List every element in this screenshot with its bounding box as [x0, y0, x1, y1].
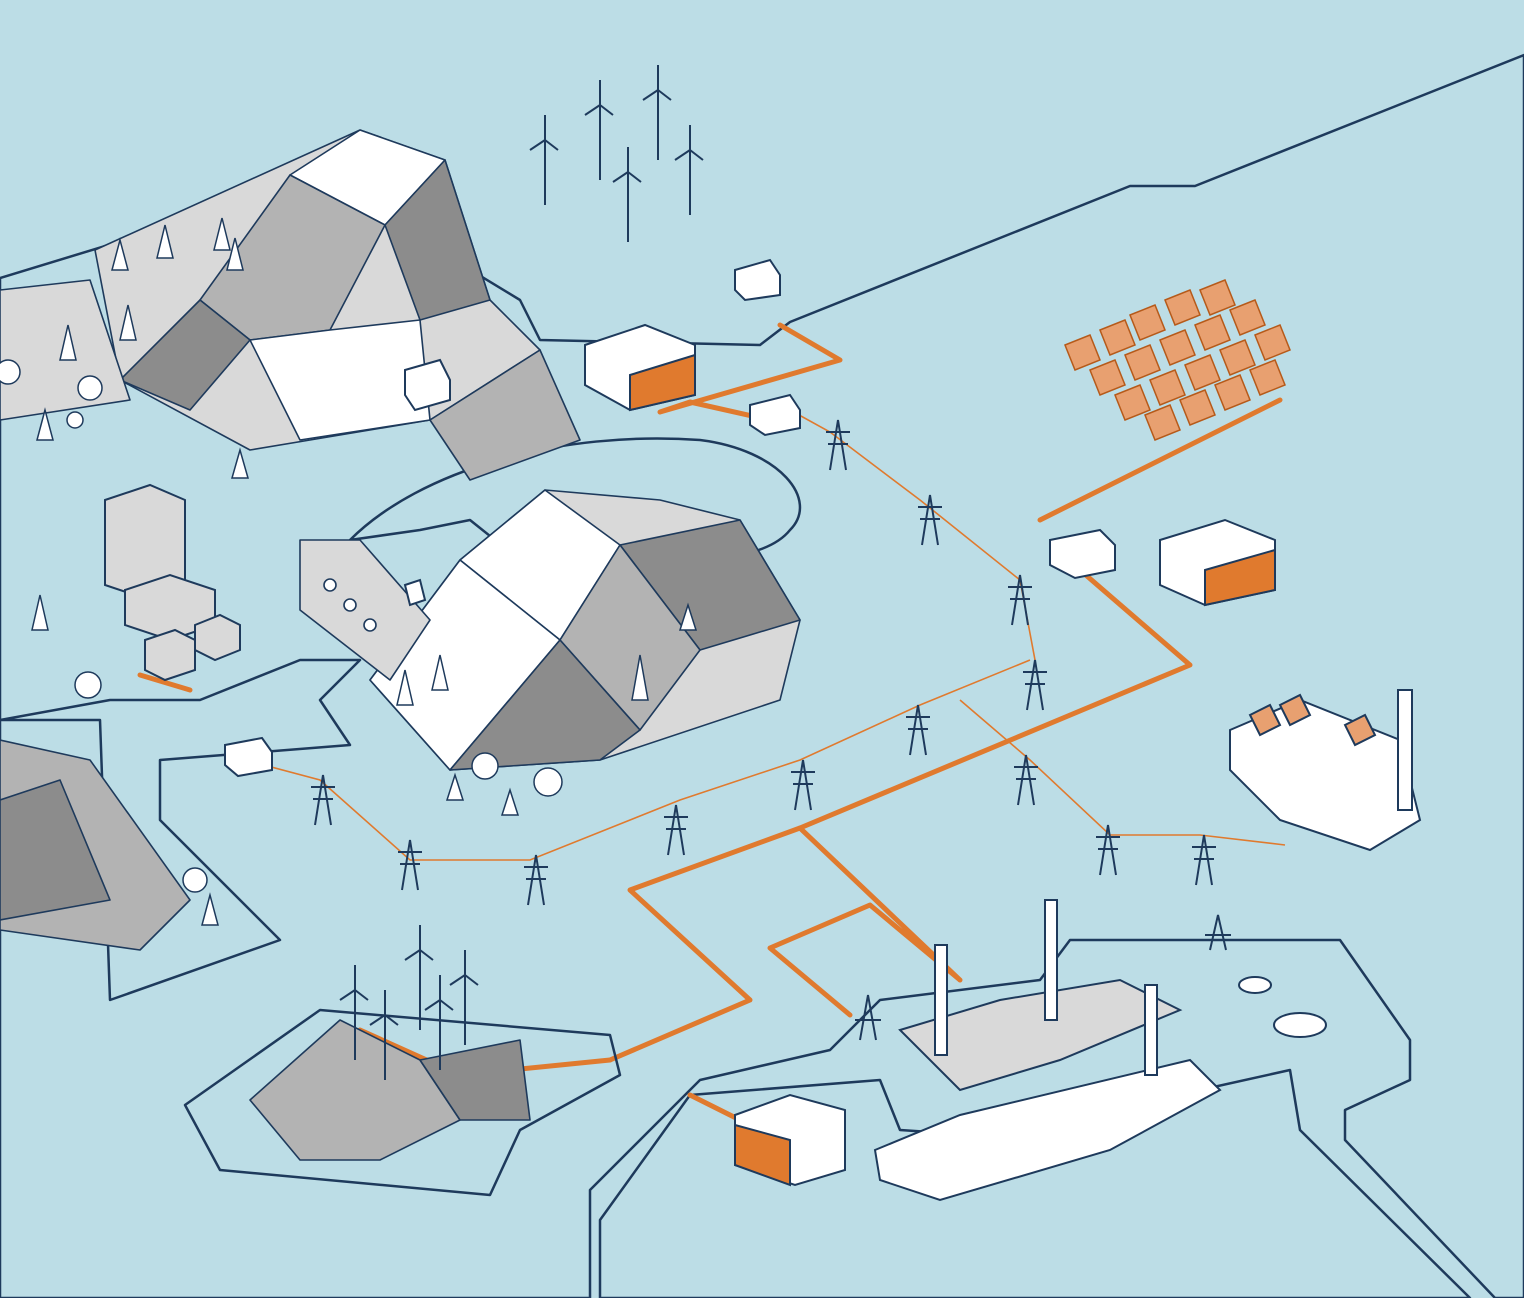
tree-icon [471, 752, 499, 780]
transmission-tower-icon [398, 839, 422, 891]
hydro-plant-buildings [104, 358, 451, 682]
trees [0, 217, 698, 926]
storage-unit-icon [584, 323, 696, 412]
grid-line-loop [767, 825, 963, 1018]
solar-panel-icon [1149, 369, 1186, 406]
solar-panel-icon [1199, 279, 1236, 316]
solar-panel-icon [1114, 384, 1151, 421]
solar-panel-icon [1164, 289, 1201, 326]
solar-panel-icon [1254, 324, 1291, 361]
solar-panel-icon [1249, 359, 1286, 396]
transmission-tower-icon [1008, 574, 1032, 626]
power-plant [855, 899, 1327, 1202]
solar-panel-icon [1129, 304, 1166, 341]
substation-icon [749, 393, 801, 437]
tree-icon [119, 304, 137, 341]
tree-icon [631, 654, 649, 701]
factory-icon [1229, 689, 1422, 852]
substations [224, 258, 1116, 778]
substation-icon [224, 736, 273, 778]
tree-icon [66, 411, 84, 429]
tree-icon [156, 224, 174, 259]
tree-icon [74, 671, 102, 699]
solar-panel-icon [1184, 354, 1221, 391]
transmission-tower-icon [906, 704, 930, 756]
tree-icon [111, 237, 129, 271]
solar-panel-icon [1159, 329, 1196, 366]
wind-turbine-icon [424, 975, 454, 1070]
tree-icon [213, 217, 231, 251]
tree-icon [0, 359, 21, 385]
tree-icon [678, 602, 698, 631]
mountain-central [369, 489, 801, 771]
wind-turbine-icon [642, 65, 672, 160]
storage-units [584, 323, 1276, 1187]
tree-icon [182, 867, 208, 893]
transmission-tower-icon [311, 774, 335, 826]
transmission-tower-icon [826, 419, 850, 471]
wind-turbine-icon [404, 925, 434, 1030]
solar-panel-icon [1214, 374, 1251, 411]
transmission-tower-icon [1023, 659, 1047, 711]
tree-icon [201, 892, 219, 926]
wind-turbine-icon [339, 965, 369, 1060]
storage-unit-icon [1159, 518, 1276, 607]
tree-icon [31, 594, 49, 631]
tree-icon [77, 375, 103, 401]
grid-line-north [657, 322, 843, 423]
wind-turbine-icon [584, 80, 614, 180]
transmission-tower-icon [664, 804, 688, 856]
transmission-tower-icon [791, 759, 815, 811]
river [0, 658, 362, 1002]
wind-turbine-icon [674, 125, 704, 215]
wind-turbine-icon [369, 990, 399, 1080]
solar-panel-icon [1144, 404, 1181, 441]
substation-icon [734, 258, 781, 302]
transmission-tower-icon [918, 494, 942, 546]
tree-icon [500, 787, 520, 816]
tree-icon [533, 767, 563, 797]
solar-panel-icon [1229, 299, 1266, 336]
tree-icon [231, 447, 249, 479]
tree-icon [396, 669, 414, 706]
solar-panel-icon [1089, 359, 1126, 396]
solar-panel-icon [1099, 319, 1136, 356]
wind-turbine-icon [529, 115, 559, 205]
wind-turbine-icon [612, 147, 642, 242]
transmission-tower-icon [1096, 824, 1120, 876]
solar-farm [1064, 279, 1291, 441]
wind-island [183, 1008, 622, 1197]
tree-icon [59, 324, 77, 361]
mainland [0, 53, 1524, 1298]
offshore-wind-farm [529, 65, 704, 242]
dam [299, 539, 431, 681]
substation-icon [1049, 528, 1116, 580]
wire-west [244, 659, 1031, 861]
solar-panel-icon [1179, 389, 1216, 426]
tree-icon [445, 772, 465, 801]
wind-turbine-icon [449, 950, 479, 1045]
grid-line-east [1037, 397, 1283, 523]
transmission-tower-icon [1014, 754, 1038, 806]
tree-icon [431, 654, 449, 691]
power-plant-icon [855, 899, 1327, 1202]
transmission-towers [311, 419, 1216, 906]
transmission-tower-icon [524, 854, 548, 906]
tree-icon [36, 407, 54, 441]
island-wind-turbines [339, 925, 479, 1080]
solar-panel-icon [1194, 314, 1231, 351]
grid-line-west [137, 672, 193, 693]
tree-icon [226, 237, 244, 271]
factory-east [1229, 689, 1422, 852]
transmission-tower-icon [1192, 834, 1216, 886]
solar-panel-icon [1064, 334, 1101, 371]
storage-unit-icon [734, 1093, 846, 1187]
grid-line-central [607, 567, 1193, 1063]
solar-panel-icon [1219, 339, 1256, 376]
solar-panel-icon [1124, 344, 1161, 381]
